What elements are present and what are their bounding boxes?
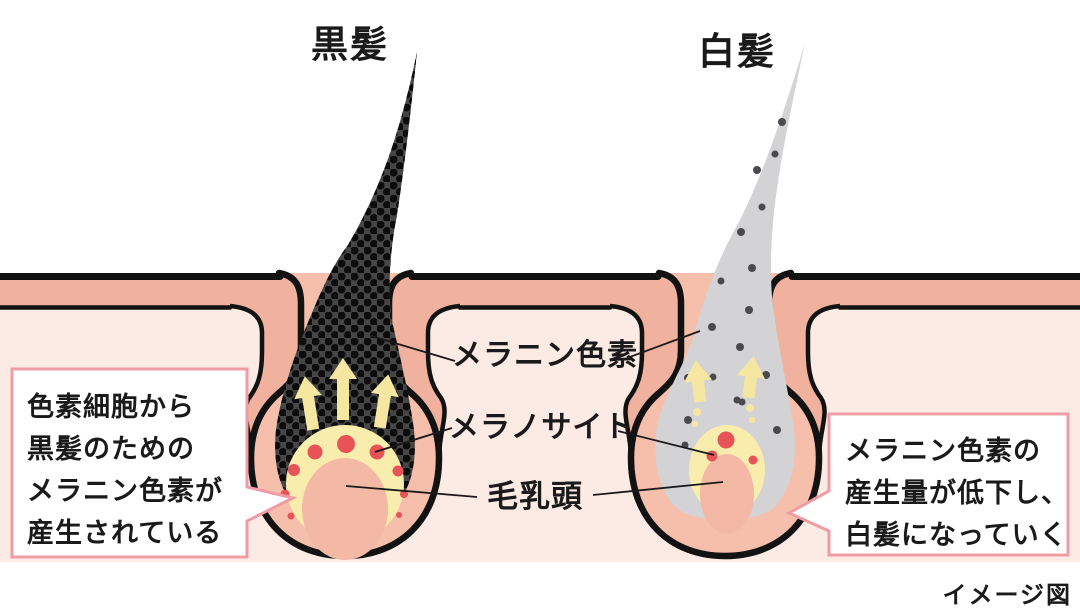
white-hair — [655, 43, 805, 520]
melanin-granules-right — [706, 431, 758, 465]
melanin-flow-arrows-left — [294, 358, 399, 431]
label-connector-lines — [345, 330, 724, 498]
callout-bubble-left — [10, 367, 298, 559]
left-callout-line: 黒髪のための — [27, 434, 195, 465]
right-callout-line: 白髪になっていく — [845, 520, 1068, 551]
connector-melanin-left — [370, 335, 456, 362]
connector-melanocyte-right — [617, 430, 715, 456]
white-hair-title: 白髪 — [698, 30, 776, 73]
connector-papilla-left — [345, 485, 478, 498]
connector-melanin-right — [626, 330, 701, 359]
hair-papilla-right — [700, 454, 754, 534]
left-callout-line: 色素細胞から — [27, 392, 195, 423]
callout-bubbles — [10, 367, 1070, 559]
melanin-flow-arrows-right — [684, 356, 765, 428]
melanin-pigment-label: メラニン色素 — [452, 338, 638, 373]
left-callout-text: 色素細胞から 黒髪のための メラニン色素が 産生されている — [27, 387, 223, 555]
connector-papilla-right — [592, 481, 724, 496]
melanocyte-zone-left — [280, 358, 408, 560]
right-callout-text: メラニン色素の 産生量が低下し、 白髪になっていく — [845, 431, 1069, 557]
image-caption: イメージ図 — [942, 581, 1072, 609]
melanin-granules-left — [280, 435, 408, 520]
right-callout-line: 産生量が低下し、 — [845, 478, 1069, 509]
hair-papilla-left — [302, 458, 388, 560]
fading-arrow-trail-dots — [691, 404, 756, 428]
melanocyte-label: メラノサイト — [449, 410, 635, 445]
white-hair-shaft — [655, 43, 805, 520]
melanocyte-zone-right — [684, 356, 765, 534]
callout-bubble-right — [785, 412, 1070, 557]
right-callout-line: メラニン色素の — [845, 436, 1041, 467]
connector-melanocyte-left — [374, 427, 453, 453]
hair-papilla-label: 毛乳頭 — [487, 479, 583, 515]
left-callout-line: メラニン色素が — [27, 476, 223, 507]
skin-surface-lines — [0, 273, 1080, 310]
black-hair-title: 黒髪 — [311, 23, 389, 66]
left-callout-line: 産生されている — [27, 518, 223, 549]
white-hair-pigment-dots — [681, 118, 786, 449]
